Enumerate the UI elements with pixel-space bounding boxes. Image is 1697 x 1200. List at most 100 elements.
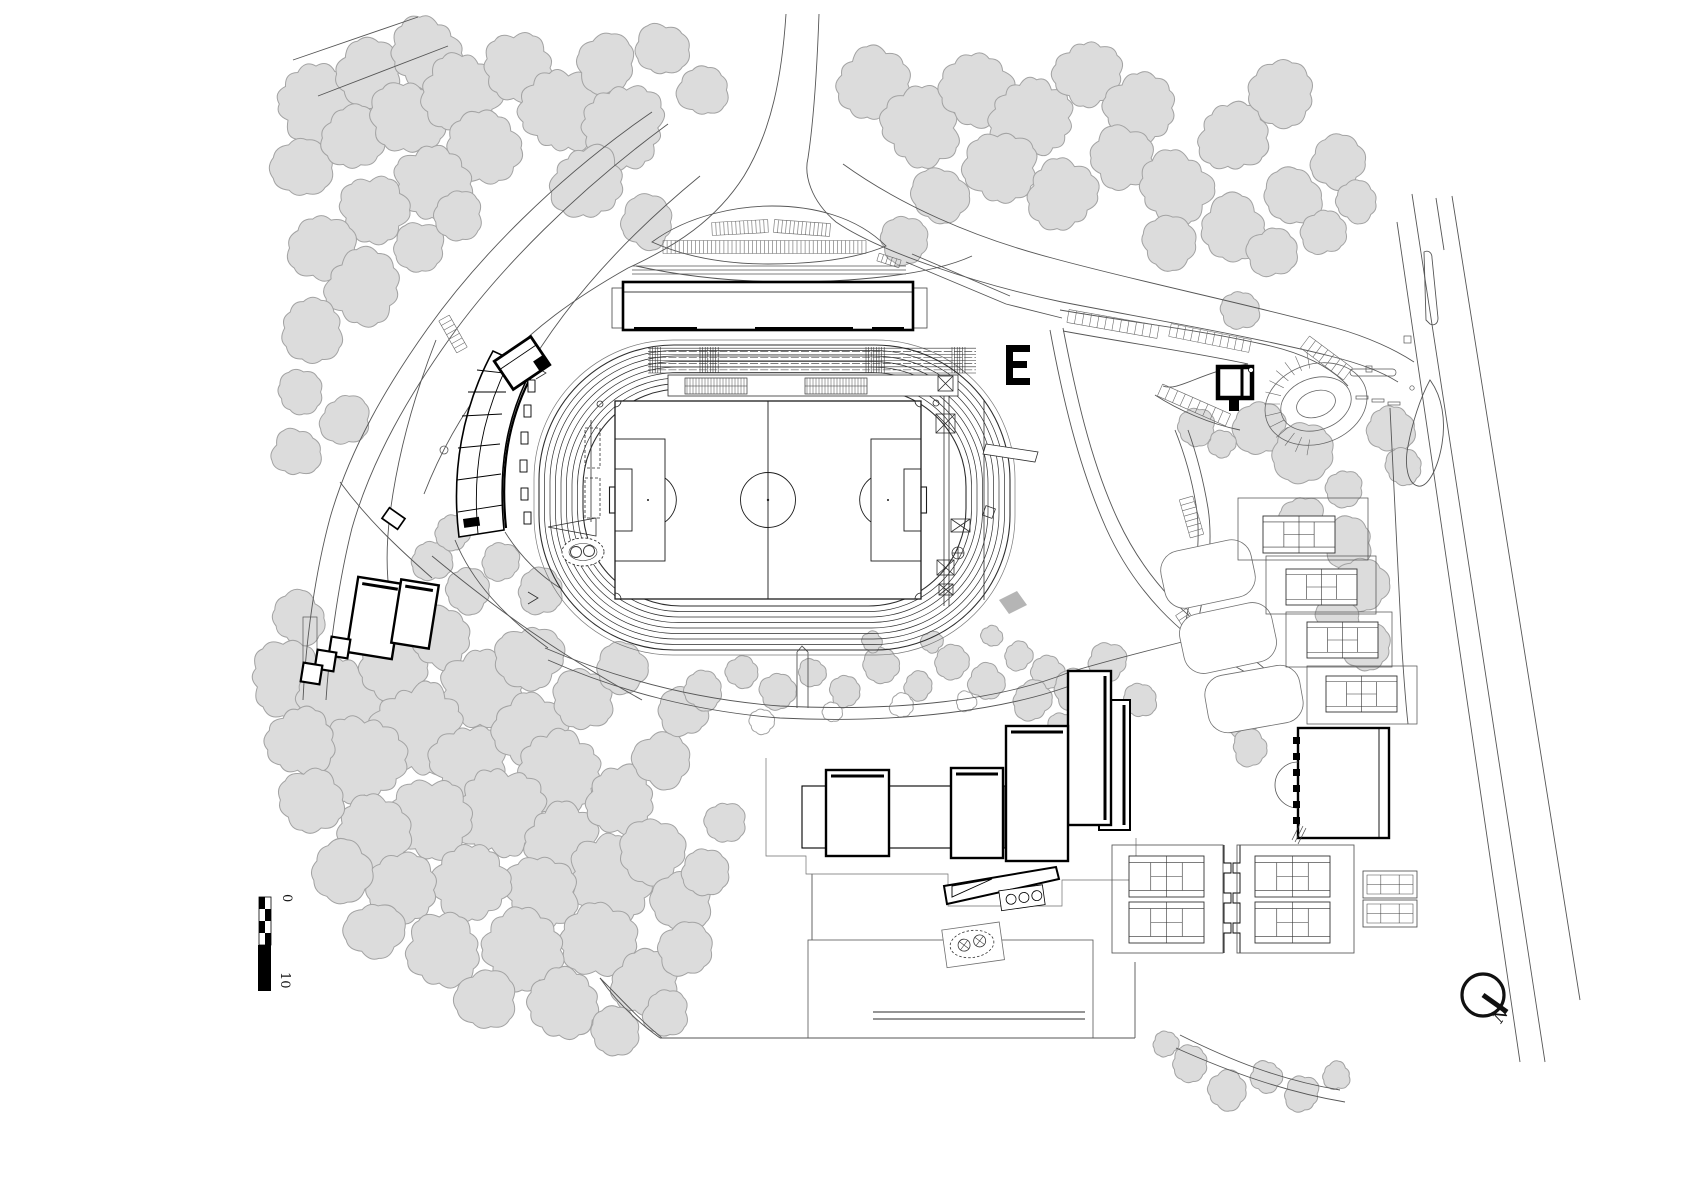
north-label: N: [1488, 1003, 1513, 1027]
building-group: [380, 506, 407, 531]
tree-canopy: [526, 965, 600, 1041]
building-block: [299, 661, 324, 686]
tree-canopy: [861, 630, 883, 654]
tree-canopy: [1089, 124, 1155, 192]
tree-canopy: [980, 624, 1004, 647]
tree-canopy: [960, 132, 1038, 204]
west-curved-stand: [439, 334, 552, 538]
fence-east-boundary: [1389, 407, 1409, 725]
track-lane-line: [566, 372, 983, 623]
stair-band: [1168, 323, 1252, 353]
play-circles-strip: [998, 884, 1046, 912]
path-forest: [339, 481, 663, 1039]
mini-court-lines: [1366, 874, 1414, 895]
court-enclosure: [1111, 844, 1224, 954]
tree-canopy: [318, 395, 370, 445]
tree-canopy: [268, 137, 334, 196]
mini-court-lines: [1366, 903, 1414, 924]
steeplechase-blocks: [667, 374, 959, 397]
tree-canopy: [1141, 214, 1197, 272]
track-lane-line: [544, 350, 1005, 645]
road-west-edge-a: [302, 111, 653, 701]
mini-court: [1362, 899, 1418, 928]
court-lines: [1255, 902, 1330, 943]
court-enclosure: [1265, 555, 1377, 615]
stair-band: [1157, 383, 1231, 427]
tree-canopy: [1050, 41, 1124, 109]
tree-canopy: [277, 767, 346, 834]
tree-canopy: [1026, 157, 1100, 231]
tree-canopy: [903, 670, 933, 702]
tree-canopy: [452, 969, 516, 1029]
stair-arc-band: [1264, 352, 1310, 456]
tree-canopy: [1176, 407, 1215, 448]
tree-canopy: [1249, 1060, 1284, 1094]
tree-canopy: [1245, 227, 1298, 278]
building-wall-accent: [361, 582, 399, 591]
soccer-field: [608, 400, 928, 600]
serpentine-lower-edge: [1062, 330, 1249, 431]
stair-hatch-layer: [438, 219, 1353, 651]
stair-band: [773, 219, 831, 237]
tree-canopy: [703, 802, 746, 843]
tree-canopy: [310, 838, 374, 905]
tree-canopy: [1219, 291, 1261, 330]
stair-band: [1066, 309, 1160, 339]
tree-canopy: [1324, 470, 1363, 509]
tennis-block-gates: [1223, 845, 1241, 953]
jump-pits-east: [935, 375, 996, 606]
tree-canopy: [1334, 179, 1377, 225]
path-se-corner: [1175, 1034, 1346, 1103]
tree-canopy: [548, 143, 624, 218]
stair-band: [1300, 335, 1353, 381]
tree-canopy: [277, 368, 323, 416]
track-crossing-se: [999, 591, 1027, 614]
diagonal-pavilion: [942, 865, 1061, 912]
court-lines: [1307, 622, 1378, 658]
building-block: [824, 768, 891, 858]
tree-canopy: [758, 672, 797, 711]
serpentine-upper-edge: [1059, 309, 1349, 387]
junction-teardrop-island: [1406, 379, 1444, 487]
track-lane-line: [538, 344, 1011, 651]
tree-canopy: [1138, 149, 1216, 227]
tree-canopy: [404, 911, 480, 989]
north-arrow: N: [1460, 972, 1513, 1027]
court-lines: [1129, 902, 1204, 943]
stand-teeth: [519, 379, 536, 525]
tree-canopy: [1207, 429, 1237, 459]
path-grandstand-promenade: [635, 255, 973, 283]
retaining-wall-south: [873, 1011, 1085, 1020]
stair-band: [438, 314, 468, 354]
tree-canopy: [1271, 422, 1334, 485]
north-grandstand: [611, 265, 928, 332]
tree-canopy: [1322, 1060, 1351, 1090]
tree-canopy: [1172, 1044, 1208, 1084]
athletics-track: [527, 339, 1039, 656]
serpentine-hairpin-loops: [1264, 362, 1368, 446]
tree-canopy: [656, 921, 713, 977]
tree-canopy: [590, 1005, 640, 1057]
building-block: [389, 578, 441, 650]
scale-bar: 0 10: [258, 894, 294, 991]
ramp-grandstand-ne: [905, 253, 1063, 319]
court-enclosure: [1285, 611, 1393, 668]
tree-canopy: [634, 22, 690, 75]
track-crossing-ne: [982, 443, 1039, 463]
stair-band: [711, 219, 769, 236]
tree-canopy: [342, 903, 406, 960]
path-south-gate: [796, 645, 813, 940]
path-west-stand-apron: [386, 339, 561, 649]
tree-canopy: [1299, 209, 1348, 256]
stand-top-pavilion: [492, 334, 552, 392]
tennis-court: [1254, 901, 1331, 944]
junction-road-markings: [1349, 335, 1415, 406]
hatch-block: [684, 377, 748, 395]
road-highway-edges: [1396, 193, 1581, 1063]
tennis-court: [1306, 621, 1379, 659]
tree-canopy: [596, 641, 649, 696]
tree-canopy: [1284, 1075, 1320, 1113]
tree-canopy: [1206, 1069, 1247, 1112]
tree-canopy: [1247, 59, 1314, 130]
